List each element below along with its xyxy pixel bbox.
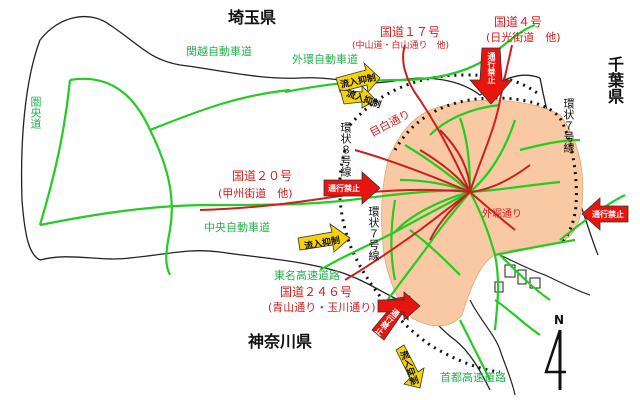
no-through-arrow-west xyxy=(323,171,381,205)
boundary-saitama-tokyo xyxy=(39,15,541,96)
national-routes xyxy=(199,44,531,281)
bay-islands xyxy=(494,264,541,293)
no-through-arrow-route246 xyxy=(377,291,421,321)
label-route20-name: 国道２０号 xyxy=(232,169,293,183)
label-route246-name: 国道２４６号 xyxy=(280,285,353,299)
route4-line xyxy=(469,44,513,193)
boundary-tokyo-west xyxy=(20,39,41,261)
compass-n-label: N xyxy=(554,313,565,327)
route17-line xyxy=(402,44,471,193)
compass-north-arrow xyxy=(544,329,566,390)
coastline xyxy=(469,254,591,396)
kanetsu-expressway xyxy=(149,88,291,132)
label-kanetsu: 関越自動車道 xyxy=(186,45,252,58)
inflow-arrow-south xyxy=(395,344,425,389)
label-loop7-west: 環状７号線 xyxy=(367,206,380,261)
no-through-arrow-east xyxy=(581,197,629,231)
label-gaikan: 外環自動車道 xyxy=(292,53,358,66)
sign-no-through-west: 通行禁止 xyxy=(328,184,360,193)
label-saitama: 埼玉県 xyxy=(228,8,277,27)
label-loop7-east: 環状７号線 xyxy=(562,98,575,153)
gaikan-expressway xyxy=(284,23,536,94)
kenodo-expressway xyxy=(38,77,173,276)
inner-red-loops xyxy=(419,129,531,241)
bay-expressway xyxy=(459,194,626,381)
inflow-arrow-northwest xyxy=(339,85,377,109)
label-route20-alias: (甲州街道 他) xyxy=(218,187,293,200)
label-shutoko: 首都高速道路 xyxy=(440,371,506,384)
mejiro-line xyxy=(354,149,471,193)
expressways xyxy=(38,23,626,381)
label-route17-alias: (中山道・白山通り 他) xyxy=(352,41,450,51)
chuo-expressway xyxy=(39,188,471,227)
label-loop8: 環状８号線 xyxy=(339,122,352,177)
route246-line xyxy=(344,191,471,281)
sign-no-through-east: 通行禁止 xyxy=(592,210,624,219)
no-through-arrows xyxy=(323,47,629,341)
label-kenodo: 圏央道 xyxy=(29,96,42,129)
label-chuo: 中央自動車道 xyxy=(204,221,270,234)
label-chiba: 千葉県 xyxy=(605,56,624,104)
inflow-arrow-west xyxy=(297,223,351,253)
boundary-kanagawa-tokyo xyxy=(39,250,491,391)
label-route17-name: 国道１７号 xyxy=(380,25,441,39)
label-route246-alias: (青山通り・玉川通り) xyxy=(268,301,376,314)
no-through-arrow-north xyxy=(469,47,513,105)
label-route4-name: 国道４号 xyxy=(494,15,543,29)
label-sotobori: 外堀通り xyxy=(482,209,522,220)
inflow-arrows xyxy=(297,61,425,389)
sign-no-through-north: 通行禁止 xyxy=(487,52,496,84)
label-kanagawa: 神奈川県 xyxy=(248,332,313,351)
loop7-dotted-boundary xyxy=(393,96,578,247)
label-route4-alias: (日光街道 他) xyxy=(486,31,561,44)
label-tomei: 東名高速道路 xyxy=(274,269,340,282)
